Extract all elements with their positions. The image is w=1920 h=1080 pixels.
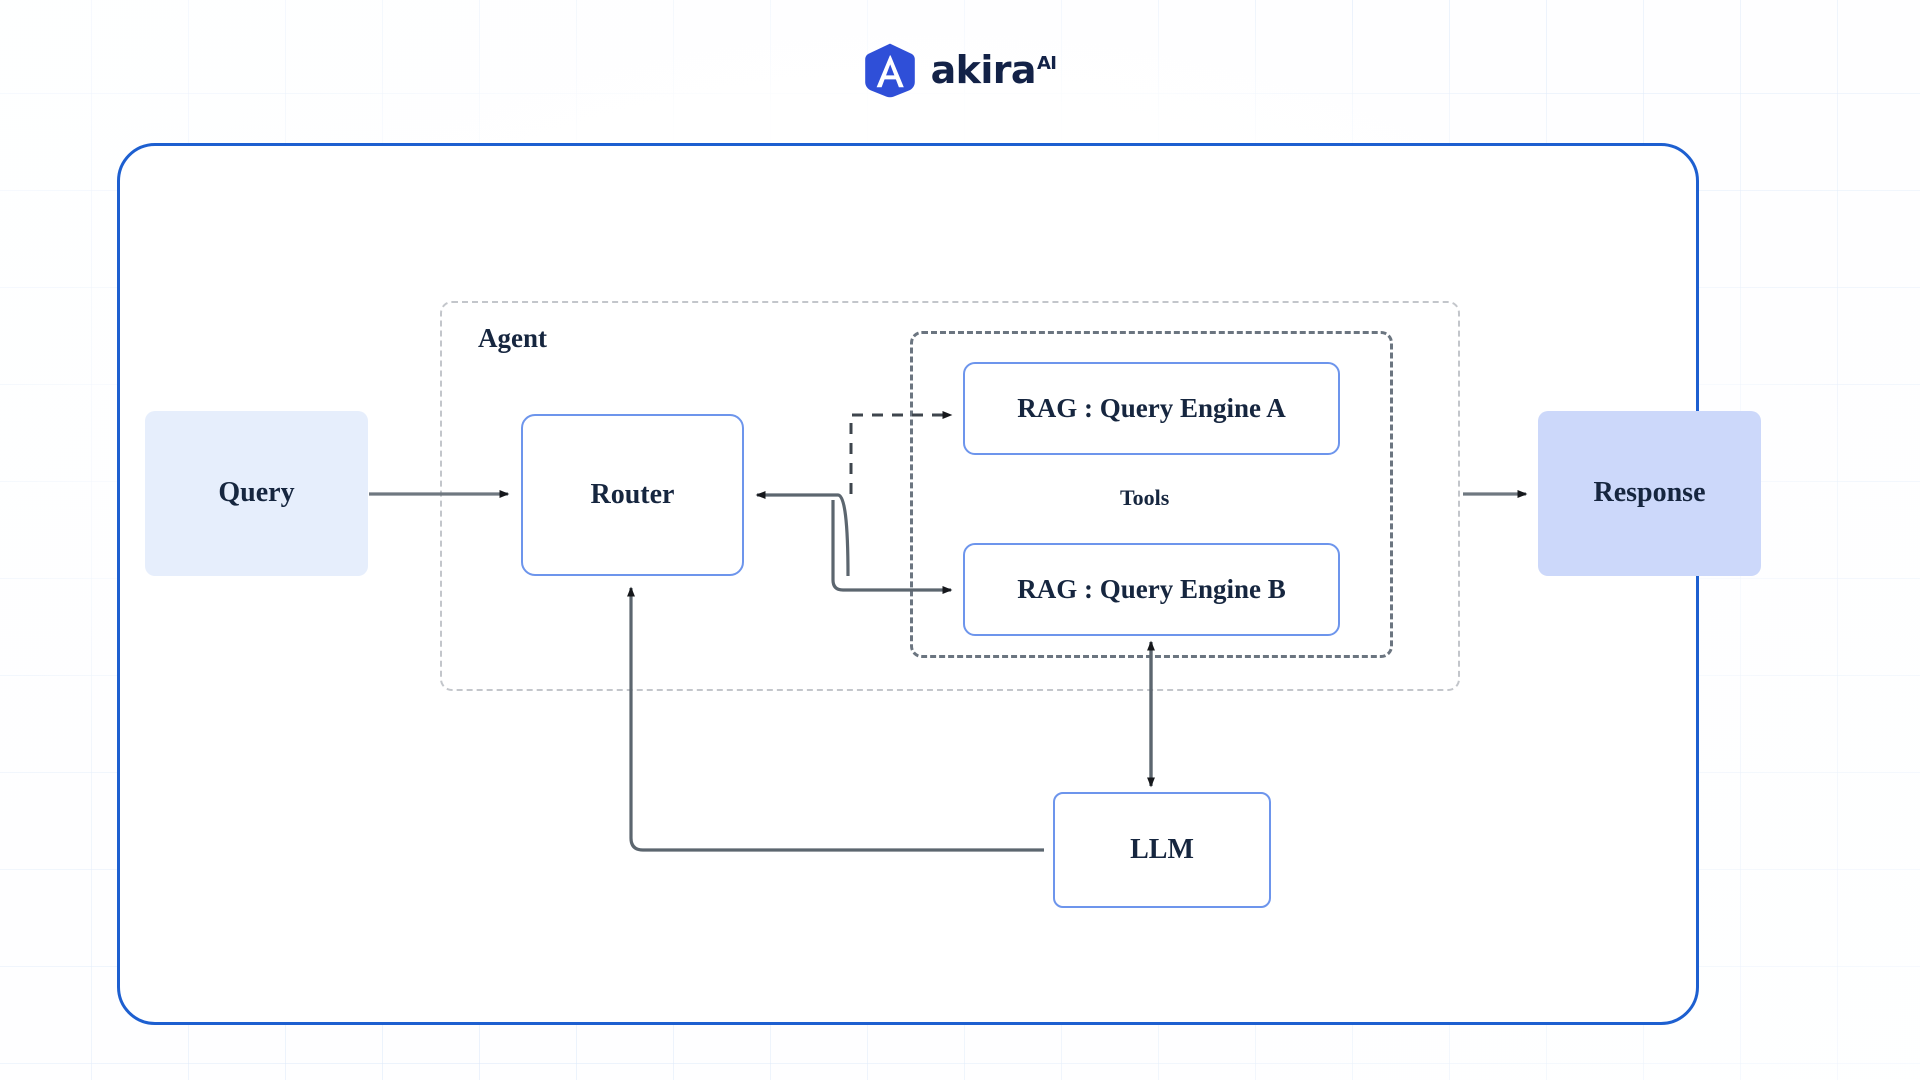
- brand-header: akiraAI: [0, 42, 1920, 98]
- node-rag-query-engine-a[interactable]: RAG : Query Engine A: [963, 362, 1340, 455]
- group-tools-label: Tools: [1120, 485, 1170, 510]
- node-rag-a-label: RAG : Query Engine A: [1017, 392, 1286, 423]
- brand-name: akiraAI: [931, 51, 1057, 89]
- node-router[interactable]: Router: [521, 414, 744, 576]
- node-rag-b-label: RAG : Query Engine B: [1017, 573, 1286, 604]
- group-agent-label: Agent: [478, 323, 547, 353]
- node-query[interactable]: Query: [145, 411, 368, 576]
- node-router-label: Router: [590, 478, 675, 510]
- akira-hexagon-logo-icon: [864, 43, 915, 98]
- node-query-label: Query: [218, 477, 295, 509]
- node-rag-query-engine-b[interactable]: RAG : Query Engine B: [963, 543, 1340, 636]
- node-llm[interactable]: LLM: [1053, 792, 1271, 908]
- node-response[interactable]: Response: [1538, 411, 1761, 576]
- node-llm-label: LLM: [1130, 833, 1194, 865]
- brand-superscript: AI: [1036, 53, 1057, 75]
- brand-name-text: akira: [930, 48, 1037, 92]
- node-response-label: Response: [1593, 477, 1706, 509]
